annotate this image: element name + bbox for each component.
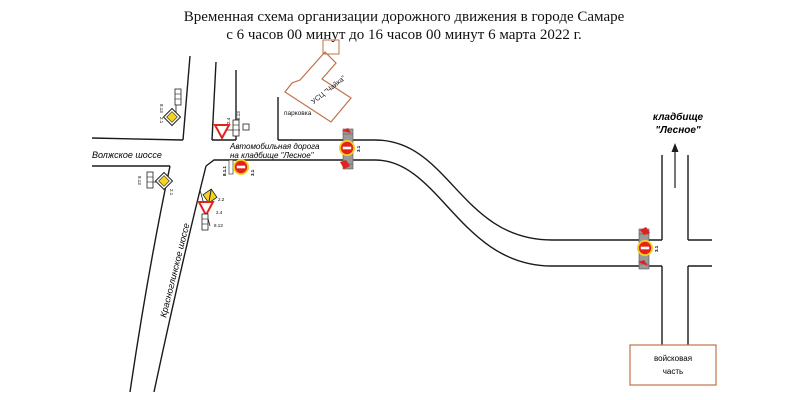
road-krasnoglinskoe-right-edge: [153, 165, 207, 393]
sign-group-ne: 2.4 8.13: [214, 111, 250, 139]
road-volzhskoe-top-edge: [91, 137, 184, 141]
road-north-right-edge: [211, 61, 217, 141]
sign-group-road-start: 8.1.1 3.1: [222, 159, 255, 176]
arrow-north-icon: [671, 143, 679, 188]
priority-end-sign-icon: [202, 188, 218, 204]
sign-code-2-1-sw: 2.1: [169, 189, 174, 196]
military-unit-label-line1: войсковая: [654, 354, 692, 363]
sign-code-2-4-ne: 2.4: [226, 117, 231, 124]
sign-code-8-1-1: 8.1.1: [222, 165, 227, 176]
sign-code-2-2-se: 2.2: [218, 197, 225, 202]
sign-group-sw: 8.13 2.1: [137, 171, 174, 196]
no-entry-sign-icon-barrier-2: [637, 240, 653, 256]
plate-8-1-1: [228, 159, 234, 175]
road-cemetery-top-edge: [212, 139, 662, 241]
road-label-cemetery-line1: Автомобильная дорога: [229, 142, 320, 151]
sign-code-8-13-nw: 8.13: [159, 104, 164, 113]
road-label-volzhskoe: Волжское шоссе: [92, 150, 162, 160]
sign-code-2-4-se: 2.4: [216, 210, 223, 215]
road-krasnoglinskoe-left-edge: [129, 165, 171, 393]
sign-code-8-13-ne: 8.13: [236, 111, 241, 120]
priority-road-sign-icon-sw: [155, 172, 173, 190]
no-entry-sign-icon: [233, 159, 249, 175]
sign-code-3-1-barrier-1: 3.1: [356, 145, 361, 152]
military-unit-box: [629, 344, 717, 386]
sign-code-8-13-se: 8.13: [214, 223, 223, 228]
sign-group-se: 2.2 2.4 8.13: [198, 188, 225, 231]
map-title-line1: Временная схема организации дорожного дв…: [183, 9, 625, 25]
sign-code-3-1-start: 3.1: [250, 169, 255, 176]
map-title-line2: с 6 часов 00 минут до 16 часов 00 минут …: [226, 27, 582, 43]
priority-road-sign-icon: [163, 108, 181, 126]
road-label-cemetery-line2: на кладбище "Лесное": [230, 151, 315, 160]
military-unit-label-line2: часть: [663, 367, 683, 376]
cemetery-label-line1: кладбище: [653, 111, 704, 123]
sign-code-8-13-sw: 8.13: [137, 176, 142, 185]
traffic-light-icon-sw: [146, 171, 154, 189]
sign-group-nw: 8.13 2.1: [159, 88, 182, 126]
building-label: УСЦ "Чайка": [310, 74, 348, 106]
parking-label: парковка: [284, 110, 312, 117]
cemetery-label-line2: "Лесное": [655, 125, 701, 136]
traffic-light-icon-se: [201, 213, 209, 231]
give-way-sign-icon-se: [198, 201, 214, 216]
sign-code-3-1-barrier-2: 3.1: [654, 245, 659, 252]
sign-code-2-1-nw: 2.1: [159, 117, 164, 124]
no-entry-sign-icon-barrier-1: [339, 140, 355, 156]
give-way-sign-icon: [214, 124, 230, 139]
traffic-light-icon: [232, 119, 240, 137]
traffic-light-icon-nw: [174, 88, 182, 106]
road-cemetery-bottom-edge: [205, 159, 662, 267]
road-label-krasnoglinskoe: Красноглинское шоссе: [158, 222, 191, 318]
road-north-left-edge: [182, 55, 191, 141]
building-usc-chaika: [284, 39, 352, 123]
